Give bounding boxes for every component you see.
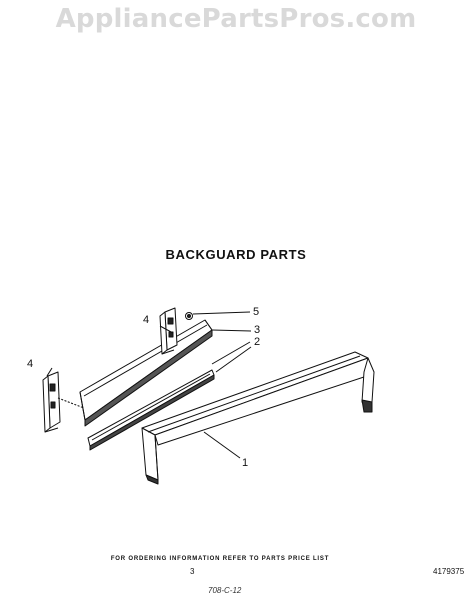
footnote: 708-C-12	[208, 586, 242, 595]
ordering-note: FOR ORDERING INFORMATION REFER TO PARTS …	[110, 556, 330, 562]
callout-5: 5	[253, 306, 259, 318]
callout-1: 1	[242, 457, 248, 469]
end-bracket-lower	[42, 371, 61, 433]
lower-trim-channel	[141, 351, 375, 485]
callout-4-upper: 4	[143, 314, 149, 326]
callout-4-lower: 4	[27, 358, 33, 370]
trim-strip	[87, 369, 215, 451]
callout-3: 3	[254, 324, 260, 336]
end-bracket-upper	[159, 307, 178, 355]
callout-2: 2	[254, 336, 260, 348]
screw	[185, 312, 193, 320]
watermark: AppliancePartsPros.com	[55, 4, 417, 34]
page-title: BACKGUARD PARTS	[165, 247, 307, 262]
part-number: 4179375	[433, 567, 465, 576]
page-number: 3	[190, 567, 195, 576]
